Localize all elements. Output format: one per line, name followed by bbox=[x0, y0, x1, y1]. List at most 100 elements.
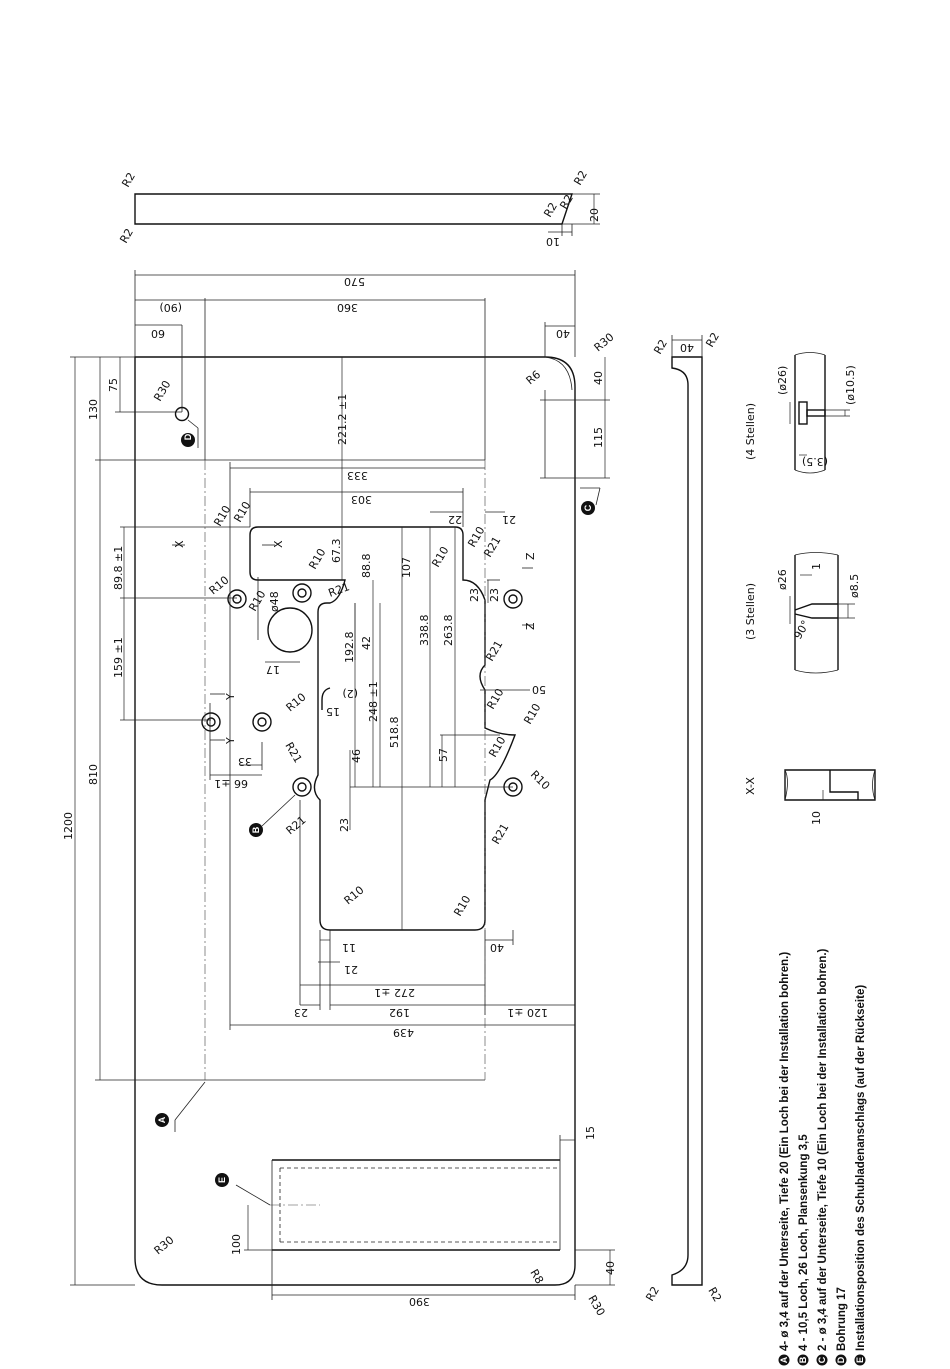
svg-text:A: A bbox=[779, 1356, 789, 1363]
svg-text:E: E bbox=[217, 1177, 227, 1183]
dim-50: 50 bbox=[532, 683, 546, 696]
dim-r21-6: R21 bbox=[489, 821, 511, 846]
svg-text:D: D bbox=[183, 433, 193, 440]
dim-5188: 518.8 bbox=[388, 717, 401, 749]
side-view-right bbox=[671, 335, 703, 1286]
detail-3-stellen bbox=[789, 552, 855, 674]
dim-r10-7: R10 bbox=[465, 524, 487, 549]
dim-75: 75 bbox=[107, 378, 120, 392]
mount-holes bbox=[201, 583, 523, 797]
legend-text-a: 4- ø 3,4 auf der Unterseite, Tiefe 20 (E… bbox=[779, 952, 791, 1351]
dim-r30-tl: R30 bbox=[151, 378, 173, 403]
badge-a: A bbox=[155, 1081, 206, 1132]
dim-r10-3: R10 bbox=[207, 573, 232, 597]
legend-text-e: Installationsposition des Schubladenansc… bbox=[855, 985, 867, 1351]
dim-r30-bl: R30 bbox=[152, 1233, 177, 1257]
dim-23-d: 23 bbox=[294, 1006, 308, 1019]
dim-10-xx: 10 bbox=[810, 811, 823, 825]
label-3-stellen: (3 Stellen) bbox=[744, 583, 757, 640]
dim-23-c: 23 bbox=[488, 588, 501, 602]
dim-248: 248 ±1 bbox=[367, 681, 380, 722]
label-4-stellen: (4 Stellen) bbox=[744, 403, 757, 460]
dim-303: 303 bbox=[351, 493, 372, 506]
dim-r21-4: R21 bbox=[282, 740, 304, 765]
dim-r2-e: R2 bbox=[557, 192, 576, 211]
dim-21-b: 21 bbox=[344, 963, 358, 976]
dim-192: 192 bbox=[389, 1006, 410, 1019]
legend: A 4- ø 3,4 auf der Unterseite, Tiefe 20 … bbox=[778, 948, 867, 1366]
dim-90: (90) bbox=[159, 301, 182, 314]
svg-text:D: D bbox=[836, 1356, 846, 1363]
dim-r21-5: R21 bbox=[284, 813, 309, 837]
svg-text:C: C bbox=[583, 504, 593, 511]
dim-66: 66 ±1 bbox=[214, 777, 248, 790]
dim-1928: 192.8 bbox=[343, 632, 356, 664]
dim-439: 439 bbox=[393, 1026, 414, 1039]
marker-x-1: X bbox=[173, 540, 186, 548]
dim-48: ø48 bbox=[268, 591, 281, 612]
dim-810: 810 bbox=[87, 764, 100, 785]
marker-z-2: Z bbox=[524, 622, 537, 630]
legend-text-b: 4 - 10,5 Loch, 26 Loch, Plansenkung 3,5 bbox=[798, 1134, 810, 1351]
dim-46: 46 bbox=[350, 749, 363, 763]
dim-r10-14: R10 bbox=[451, 893, 473, 918]
dim-888: 88.8 bbox=[360, 554, 373, 579]
dim-107: 107 bbox=[400, 557, 413, 578]
machine-cutout bbox=[249, 526, 517, 931]
legend-item-a: A 4- ø 3,4 auf der Unterseite, Tiefe 20 … bbox=[778, 952, 791, 1366]
dim-60: 60 bbox=[151, 327, 165, 340]
section-markers bbox=[172, 544, 533, 741]
dim-390: 390 bbox=[409, 1295, 430, 1308]
dim-40-right: 40 bbox=[592, 371, 605, 385]
dim-100: 100 bbox=[230, 1234, 243, 1255]
dim-333: 333 bbox=[347, 469, 368, 482]
dim-r10-5: R10 bbox=[246, 588, 268, 613]
dim-115: 115 bbox=[592, 427, 605, 448]
top-dimension-lines bbox=[134, 270, 576, 460]
dim-2638: 263.8 bbox=[442, 615, 455, 647]
right-dims-c bbox=[540, 357, 610, 506]
legend-item-e: E Installationsposition des Schubladenan… bbox=[854, 985, 867, 1366]
dim-r10-8: R10 bbox=[284, 690, 309, 714]
dim-r2-b: R2 bbox=[117, 226, 136, 245]
dim-r30-tr: R30 bbox=[592, 330, 617, 354]
dim-221: 221.2 ±1 bbox=[336, 394, 349, 445]
legend-text-c: 2 - ø 3,4 auf der Unterseite, Tiefe 10 (… bbox=[817, 948, 829, 1351]
marker-z-1: Z bbox=[524, 552, 537, 560]
dim-2: (2) bbox=[342, 687, 358, 700]
legend-item-c: C 2 - ø 3,4 auf der Unterseite, Tiefe 10… bbox=[816, 948, 829, 1366]
dim-r2-sv4: R2 bbox=[705, 1285, 724, 1304]
dim-1: 1 bbox=[810, 563, 823, 570]
svg-text:B: B bbox=[251, 826, 261, 833]
hole-d bbox=[174, 406, 199, 448]
dim-r2-sv3: R2 bbox=[643, 1284, 662, 1303]
dim-20-top: 20 bbox=[588, 208, 601, 222]
dim-120: 120 ±1 bbox=[507, 1006, 548, 1019]
dim-r21-1: R21 bbox=[327, 580, 352, 600]
dim-42: 42 bbox=[360, 636, 373, 650]
dim-40-sv: 40 bbox=[680, 341, 694, 354]
dim-898: 89.8 ±1 bbox=[112, 546, 125, 590]
dim-85: ø8.5 bbox=[848, 574, 861, 598]
dim-r10-4: R10 bbox=[306, 546, 328, 571]
badge-b: B bbox=[249, 794, 296, 837]
dim-23-a: 23 bbox=[338, 818, 351, 832]
badge-c: C bbox=[581, 501, 595, 515]
dim-17: 17 bbox=[266, 663, 280, 676]
left-dimension-lines bbox=[70, 356, 485, 1286]
dim-r2-a: R2 bbox=[119, 170, 138, 189]
svg-text:E: E bbox=[855, 1357, 865, 1363]
svg-text:A: A bbox=[157, 1116, 167, 1123]
marker-y-2: Y bbox=[224, 737, 237, 745]
dim-r10-13: R10 bbox=[342, 883, 367, 907]
svg-text:B: B bbox=[798, 1356, 808, 1363]
dim-r6: R6 bbox=[524, 368, 544, 387]
dim-35-paren: (3.5) bbox=[802, 455, 828, 468]
legend-text-d: Bohrung 17 bbox=[836, 1287, 848, 1351]
marker-y-1: Y bbox=[224, 693, 237, 701]
dim-15-a: 15 bbox=[326, 705, 340, 718]
badge-e: E bbox=[215, 1173, 229, 1187]
dim-r21-3: R21 bbox=[483, 638, 505, 663]
dim-40-d: 40 bbox=[604, 1261, 617, 1275]
